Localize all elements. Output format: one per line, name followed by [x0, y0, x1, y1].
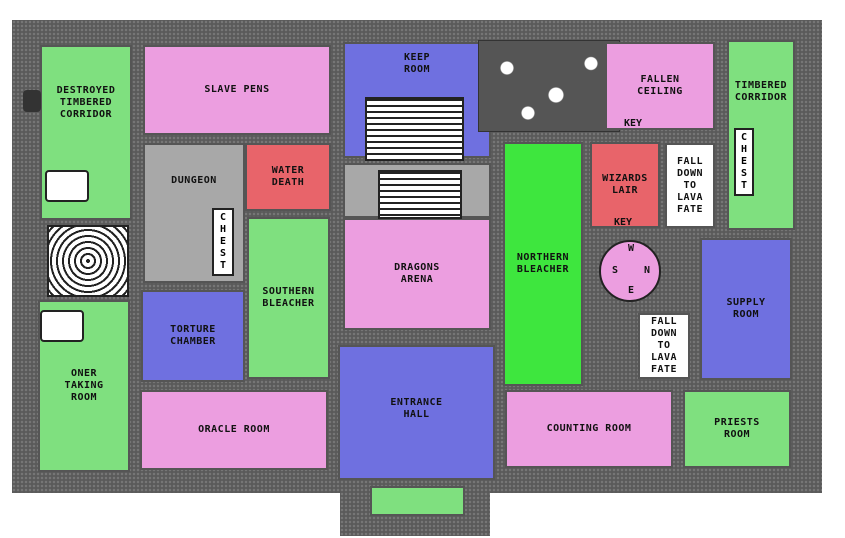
- compass-rose: [599, 240, 661, 302]
- rock-cluster-3: [40, 310, 84, 342]
- room-dragons-arena: DRAGONS ARENA: [343, 218, 491, 330]
- keep-stairs-upper: [365, 97, 464, 161]
- room-torture-chamber: TORTURE CHAMBER: [141, 290, 245, 382]
- room-priests: PRIESTS ROOM: [683, 390, 791, 468]
- rock-cluster-1: [23, 90, 41, 112]
- entrance-doorway: [370, 486, 465, 516]
- pit-trap: [47, 225, 129, 297]
- keep-stairs-lower: [378, 170, 462, 219]
- compass-w: W: [627, 243, 635, 254]
- key-marker-1: KEY: [623, 118, 643, 129]
- room-wizards-lair: WIZARDS LAIR: [590, 142, 660, 228]
- room-water-death: WATER DEATH: [245, 143, 331, 211]
- room-fallen-ceiling: FALLEN CEILING: [605, 42, 715, 130]
- room-oracle: ORACLE ROOM: [140, 390, 328, 470]
- compass-n: N: [643, 265, 651, 276]
- room-supply: SUPPLY ROOM: [700, 238, 792, 380]
- key-marker-2: KEY: [613, 217, 633, 228]
- room-northern-bleacher: NORTHERN BLEACHER: [503, 142, 583, 386]
- room-slave-pens: SLAVE PENS: [143, 45, 331, 135]
- compass-e: E: [627, 285, 635, 296]
- room-fall-down-lava-1: FALL DOWN TO LAVA FATE: [665, 143, 715, 228]
- room-fall-down-lava-2: FALL DOWN TO LAVA FATE: [638, 313, 690, 379]
- room-southern-bleacher: SOUTHERN BLEACHER: [247, 217, 330, 379]
- chest-marker-1: C H E S T: [212, 208, 234, 276]
- room-entrance-hall: ENTRANCE HALL: [338, 345, 495, 480]
- compass-s: S: [611, 265, 619, 276]
- rock-cluster-2: [45, 170, 89, 202]
- chest-marker-2: C H E S T: [734, 128, 754, 196]
- rubble-area: [478, 40, 620, 132]
- room-counting: COUNTING ROOM: [505, 390, 673, 468]
